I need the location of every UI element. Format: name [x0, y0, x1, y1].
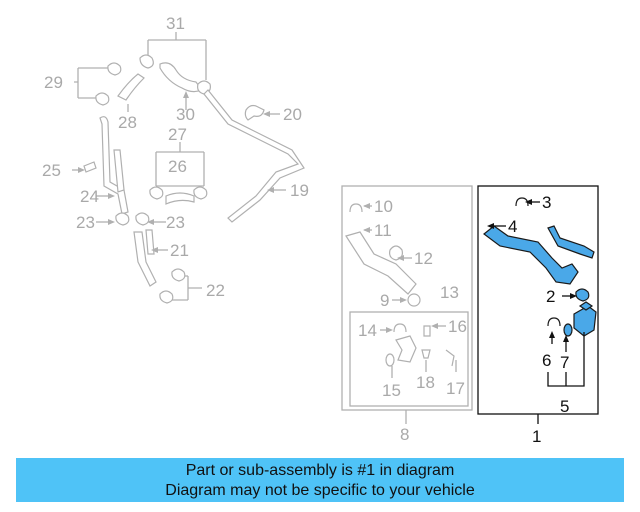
callout-30: 30	[176, 105, 195, 124]
callout-9: 9	[380, 291, 389, 310]
callout-19: 19	[290, 181, 309, 200]
callout-15: 15	[382, 381, 401, 400]
banner-line-2: Diagram may not be specific to your vehi…	[165, 482, 475, 499]
callout-12: 12	[414, 249, 433, 268]
callout-22: 22	[206, 281, 225, 300]
callout-8: 8	[400, 425, 409, 444]
callout-6: 6	[542, 351, 551, 370]
callout-10: 10	[374, 197, 393, 216]
callout-24: 24	[80, 187, 99, 206]
grey-middle-assembly	[341, 185, 473, 424]
banner-line-1: Part or sub-assembly is #1 in diagram	[185, 462, 455, 479]
callout-5: 5	[560, 397, 569, 416]
highlighted-assembly	[477, 185, 599, 424]
callout-23-left: 23	[76, 213, 95, 232]
callout-18: 18	[416, 373, 435, 392]
callout-1: 1	[532, 427, 541, 446]
callout-11: 11	[374, 221, 392, 240]
callout-21: 21	[170, 241, 189, 260]
callout-20: 20	[283, 105, 302, 124]
callout-26: 26	[168, 157, 187, 176]
callout-3: 3	[542, 193, 551, 212]
callout-27: 27	[168, 125, 187, 144]
info-banner: Part or sub-assembly is #1 in diagram Di…	[16, 458, 624, 502]
callout-28: 28	[118, 113, 137, 132]
callout-16: 16	[448, 317, 467, 336]
callout-31: 31	[166, 14, 185, 33]
callout-14: 14	[358, 321, 377, 340]
callout-29: 29	[44, 73, 63, 92]
callout-labels: 31 29 30 28 20 27 26 25 24 19 23 23 21 2…	[42, 14, 569, 446]
callout-13: 13	[440, 283, 459, 302]
callout-4: 4	[508, 217, 517, 236]
grey-left-assembly	[72, 32, 305, 304]
callout-23-right: 23	[166, 213, 185, 232]
callout-2: 2	[546, 287, 555, 306]
callout-17: 17	[446, 379, 465, 398]
callout-25: 25	[42, 161, 61, 180]
callout-7: 7	[560, 353, 569, 372]
